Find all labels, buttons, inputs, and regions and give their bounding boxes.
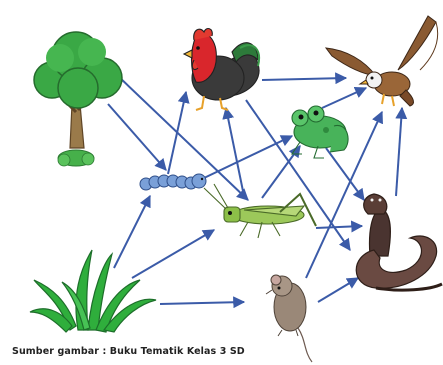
caterpillar-icon [140,174,206,190]
tree-icon [34,32,122,166]
arrow-snake-to-eagle [396,108,402,196]
arrow-grass-to-caterpillar [114,196,150,268]
arrow-rooster-to-eagle [262,78,346,80]
rooster-icon [184,29,259,110]
grass-icon [30,250,156,332]
arrow-grasshopper-to-snake [316,226,362,228]
cobra-icon [356,194,442,290]
grasshopper-icon [204,184,316,238]
arrow-caterpillar-to-rooster [168,92,186,174]
mouse-icon [266,275,312,362]
arrow-frog-to-eagle [322,88,366,108]
arrow-grass-to-grasshopper [132,230,214,278]
arrow-mouse-to-snake [318,278,358,302]
source-caption: Sumber gambar : Buku Tematik Kelas 3 SD [12,346,245,357]
eagle-icon [326,16,438,106]
arrow-caterpillar-to-frog [204,136,292,178]
arrow-grass-to-mouse [160,302,244,304]
frog-icon [292,106,348,158]
